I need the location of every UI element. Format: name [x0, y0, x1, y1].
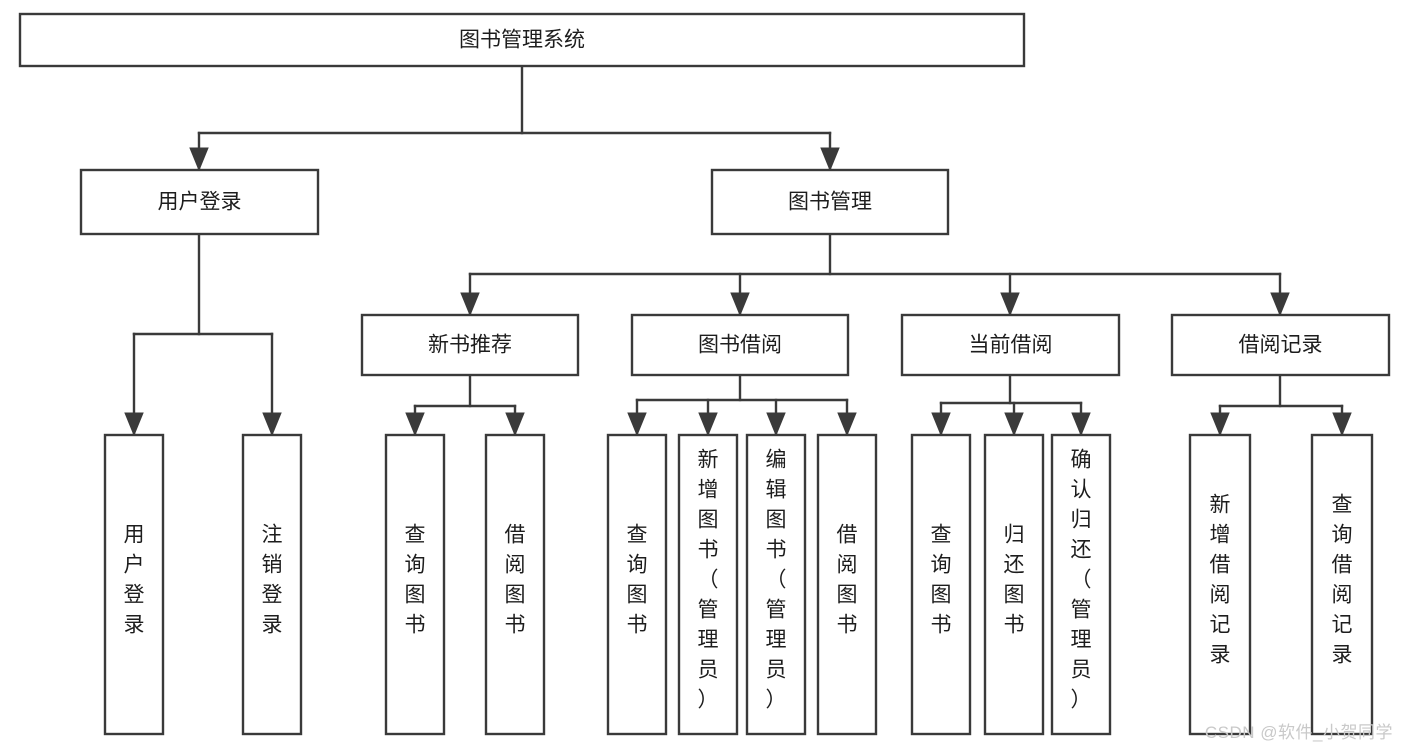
node-box[interactable]: [910, 433, 972, 736]
connector-record-to-leaves: [1210, 373, 1352, 437]
node-label: 确认归还（管理员）: [1071, 449, 1092, 712]
arrow-head: [1000, 292, 1020, 317]
node-label: 查询图书: [931, 524, 952, 637]
node-leaf-query-book-current[interactable]: 查询图书: [910, 433, 972, 736]
arrow-head: [1270, 292, 1290, 317]
node-box[interactable]: [1050, 433, 1112, 736]
node-box[interactable]: [745, 433, 807, 736]
node-label: 新增借阅记录: [1210, 494, 1231, 667]
node-box[interactable]: [630, 313, 850, 377]
node-leaf-user-login[interactable]: 用户登录: [103, 433, 165, 736]
arrow-head: [1210, 412, 1230, 437]
node-leaf-borrow-book-recommend[interactable]: 借阅图书: [484, 433, 546, 736]
node-box[interactable]: [606, 433, 668, 736]
node-label: 图书借阅: [698, 334, 782, 357]
arrow-head: [627, 412, 647, 437]
node-box[interactable]: [1310, 433, 1374, 736]
connector-recommend-to-leaves: [405, 373, 525, 437]
node-box[interactable]: [710, 168, 950, 236]
arrow-head: [189, 147, 209, 172]
node-label: 图书管理系统: [459, 29, 585, 52]
node-leaf-borrow-book[interactable]: 借阅图书: [816, 433, 878, 736]
arrow-head: [262, 412, 282, 437]
node-label: 新增图书（管理员）: [698, 449, 719, 712]
node-box[interactable]: [983, 433, 1045, 736]
node-leaf-query-book-borrow[interactable]: 查询图书: [606, 433, 668, 736]
node-leaf-logout[interactable]: 注销登录: [241, 433, 303, 736]
arrow-head: [698, 412, 718, 437]
node-leaf-return-book[interactable]: 归还图书: [983, 433, 1045, 736]
node-box[interactable]: [900, 313, 1121, 377]
node-label: 借阅记录: [1239, 334, 1323, 357]
arrow-head: [1332, 412, 1352, 437]
node-label: 编辑图书（管理员）: [766, 449, 787, 712]
node-label: 借阅图书: [505, 524, 526, 637]
node-label: 用户登录: [124, 524, 145, 637]
arrow-head: [837, 412, 857, 437]
node-label: 用户登录: [158, 191, 242, 214]
node-leaf-confirm-return-admin[interactable]: 确认归还（管理员）: [1050, 433, 1112, 736]
arrow-head: [460, 292, 480, 317]
connector-user-login-to-leaves: [124, 232, 282, 437]
node-leaf-edit-book-admin[interactable]: 编辑图书（管理员）: [745, 433, 807, 736]
node-label: 图书管理: [788, 191, 872, 214]
node-leaf-add-borrow-record[interactable]: 新增借阅记录: [1188, 433, 1252, 736]
arrow-head: [405, 412, 425, 437]
connector-book-manage-to-level3: [460, 232, 1290, 317]
node-label: 查询图书: [627, 524, 648, 637]
node-label: 查询图书: [405, 524, 426, 637]
node-label: 查询借阅记录: [1332, 494, 1353, 667]
node-box[interactable]: [18, 12, 1026, 68]
node-box[interactable]: [1188, 433, 1252, 736]
arrow-head: [1071, 412, 1091, 437]
watermark: CSDN @软件_小贺同学: [1204, 723, 1393, 742]
connector-root-to-level2: [189, 64, 840, 172]
node-box[interactable]: [241, 433, 303, 736]
node-box[interactable]: [360, 313, 580, 377]
connector-layer: [124, 64, 1352, 437]
node-book-borrow[interactable]: 图书借阅: [630, 313, 850, 377]
node-borrow-record[interactable]: 借阅记录: [1170, 313, 1391, 377]
node-root[interactable]: 图书管理系统: [18, 12, 1026, 68]
node-label: 归还图书: [1004, 524, 1025, 637]
arrow-head: [1004, 412, 1024, 437]
node-box[interactable]: [384, 433, 446, 736]
connector-borrow-to-leaves: [627, 373, 857, 437]
node-book-manage[interactable]: 图书管理: [710, 168, 950, 236]
node-label: 借阅图书: [837, 524, 858, 637]
node-leaf-query-borrow-record[interactable]: 查询借阅记录: [1310, 433, 1374, 736]
node-leaf-query-book-recommend[interactable]: 查询图书: [384, 433, 446, 736]
node-current-borrow[interactable]: 当前借阅: [900, 313, 1121, 377]
connector-current-to-leaves: [931, 373, 1091, 437]
node-box[interactable]: [103, 433, 165, 736]
node-box[interactable]: [677, 433, 739, 736]
arrow-head: [820, 147, 840, 172]
node-label: 当前借阅: [969, 334, 1053, 357]
node-user-login[interactable]: 用户登录: [79, 168, 320, 236]
node-box[interactable]: [79, 168, 320, 236]
arrow-head: [124, 412, 144, 437]
arrow-head: [505, 412, 525, 437]
node-box[interactable]: [484, 433, 546, 736]
arrow-head: [766, 412, 786, 437]
node-leaf-add-book-admin[interactable]: 新增图书（管理员）: [677, 433, 739, 736]
node-label: 注销登录: [262, 524, 283, 637]
arrow-head: [931, 412, 951, 437]
node-new-book-recommend[interactable]: 新书推荐: [360, 313, 580, 377]
node-box[interactable]: [816, 433, 878, 736]
arrow-head: [730, 292, 750, 317]
node-layer: 图书管理系统用户登录图书管理新书推荐图书借阅当前借阅借阅记录用户登录注销登录查询…: [18, 12, 1391, 736]
node-box[interactable]: [1170, 313, 1391, 377]
node-label: 新书推荐: [428, 334, 512, 357]
